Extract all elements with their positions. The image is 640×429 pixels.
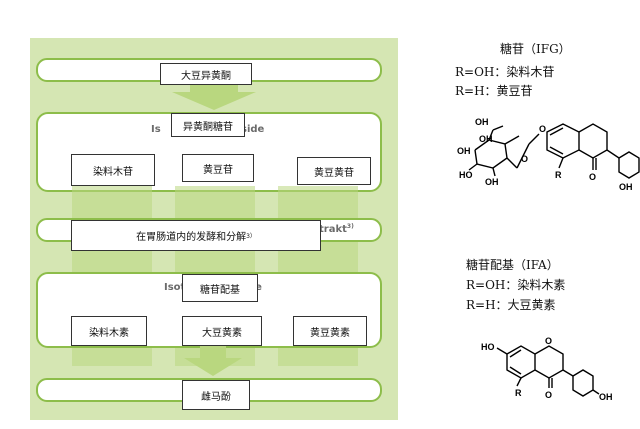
- arrow-down-1: [172, 82, 256, 110]
- label-genistein: 染料木素: [71, 316, 147, 346]
- label-aglycone-header: 糖苷配基: [182, 274, 258, 302]
- aglycone-oh: OH: [599, 392, 613, 402]
- aglycone-r: R: [515, 388, 522, 398]
- glycoside-oh-1: OH: [475, 117, 489, 127]
- glycoside-oh-3: OH: [457, 146, 471, 156]
- label-soy-isoflavone: 大豆异黄酮: [160, 63, 252, 85]
- ifg-r-h: R=H：黄豆苷: [455, 84, 533, 98]
- ifg-title: 糖苷（IFG）: [500, 42, 571, 56]
- glycoside-o-carbonyl: O: [589, 172, 596, 182]
- glycoside-ghost-end: side: [241, 124, 265, 135]
- process-ghost-sup: 3): [346, 223, 354, 230]
- process-text: 在胃肠道内的发酵和分解: [136, 232, 247, 243]
- glycoside-ghost-start: Is: [151, 124, 161, 135]
- glycoside-r: R: [555, 170, 562, 180]
- label-genistin: 染料木苷: [71, 154, 155, 186]
- aglycone-ho: HO: [481, 342, 495, 352]
- process-ghost-text: trakt: [319, 224, 347, 235]
- glycoside-o-link: O: [539, 124, 546, 134]
- aglycone-structure: HO O R O OH: [481, 336, 613, 402]
- process-ghost: trakt3): [319, 223, 354, 235]
- ifa-title: 糖苷配基（IFA）: [466, 258, 559, 272]
- glycoside-structure: OH OH OH HO OH O O O R OH: [457, 117, 640, 192]
- label-equol: 雌马酚: [182, 380, 250, 410]
- ifa-r-h: R=H：大豆黄素: [466, 298, 556, 312]
- arrow-down-2: [184, 346, 242, 376]
- label-glycitin: 黄豆黄苷: [297, 157, 371, 185]
- glycoside-oh-4: OH: [485, 177, 499, 187]
- label-glycitein: 黄豆黄素: [293, 316, 367, 346]
- process-sup: 3）: [246, 233, 256, 240]
- label-daidzin: 黄豆苷: [182, 154, 254, 182]
- ifg-r-oh: R=OH：染料木苷: [455, 65, 555, 79]
- glycoside-oh-2: OH: [479, 134, 493, 144]
- ifa-r-oh: R=OH：染料木素: [466, 278, 566, 292]
- aglycone-o-carbonyl: O: [545, 390, 552, 400]
- glycoside-ho: HO: [459, 170, 473, 180]
- glycoside-oh-phenol: OH: [619, 182, 633, 192]
- glycoside-o-ring: O: [521, 154, 528, 164]
- label-glycoside-header: 异黄酮糖苷: [171, 113, 245, 137]
- label-daidzein: 大豆黄素: [182, 316, 262, 346]
- aglycone-o-ring: O: [545, 336, 552, 346]
- aglycone-ghost-start: Isot: [164, 282, 186, 293]
